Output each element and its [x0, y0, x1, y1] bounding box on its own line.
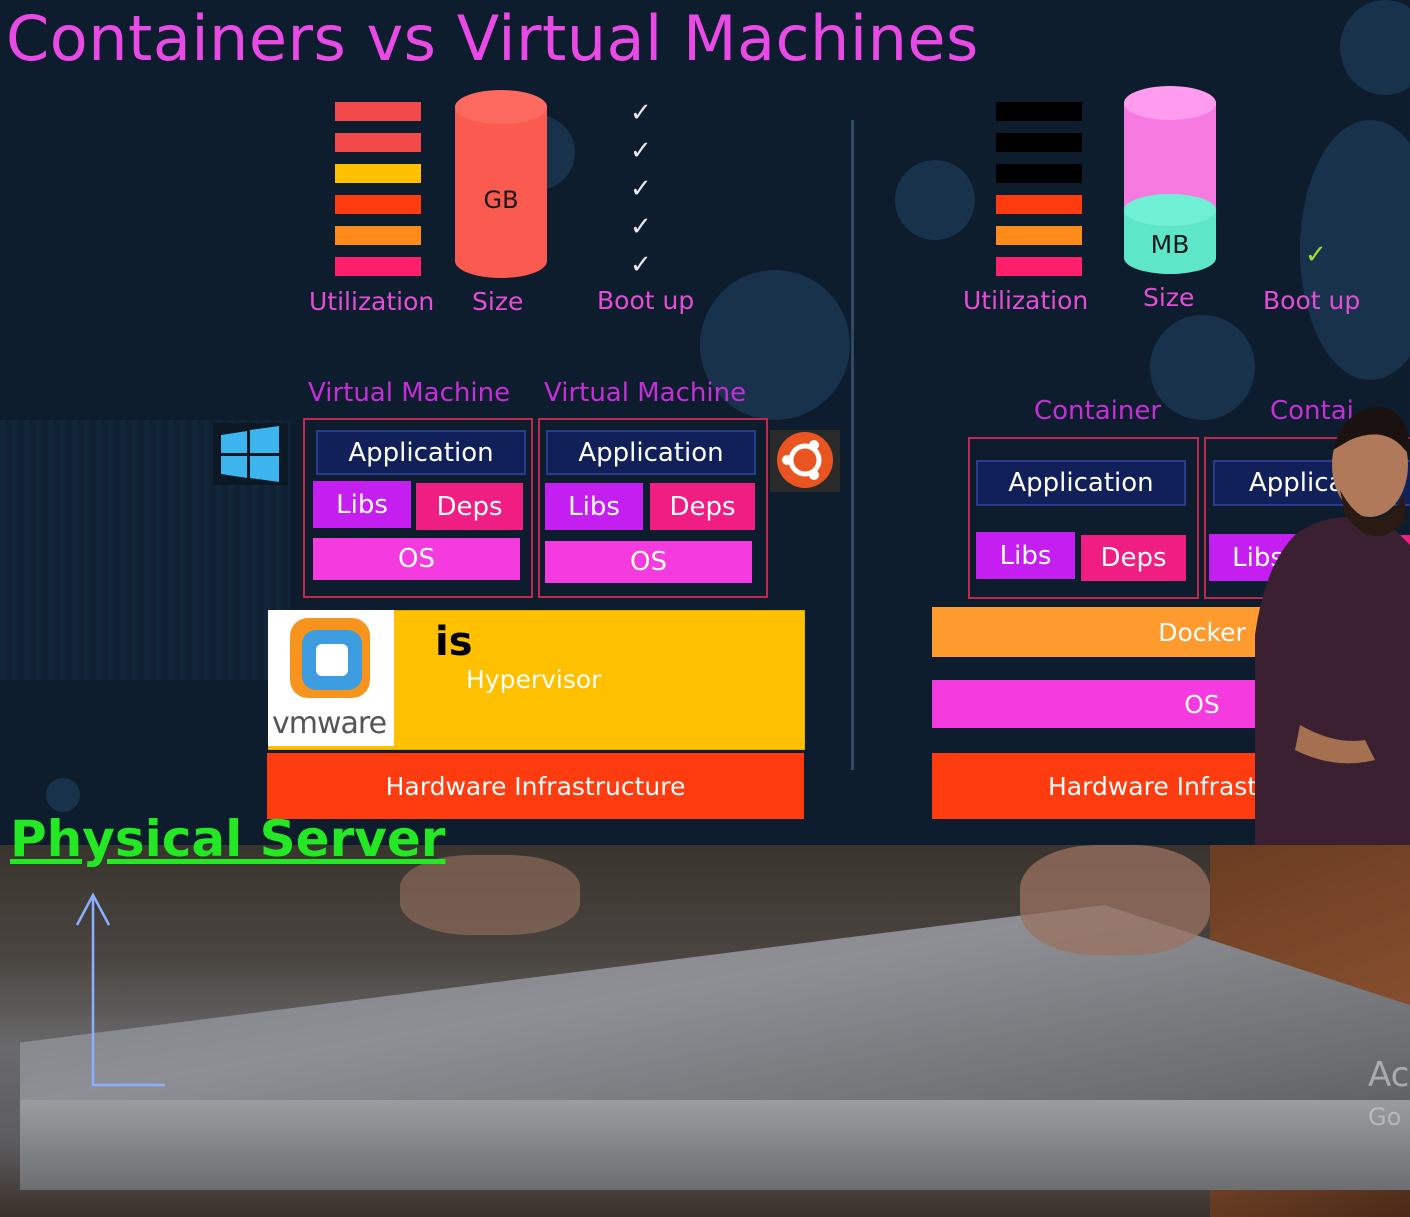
vmware-logo: vmware — [268, 610, 394, 746]
bg-bubble — [1300, 120, 1410, 380]
hand-right — [1020, 845, 1210, 955]
mb-label: MB — [1150, 230, 1190, 259]
bg-bubble — [700, 270, 850, 420]
vm-title-1: Virtual Machine — [308, 378, 511, 408]
vmware-icon — [290, 618, 370, 698]
bg-bubble — [46, 778, 80, 812]
utilization-bar — [996, 102, 1082, 121]
vm-size-label: Size — [472, 287, 524, 316]
server-front-panel — [20, 1100, 1410, 1190]
bootup-check-icon: ✓ — [630, 250, 652, 280]
container-1-application: Application — [976, 460, 1186, 506]
windows-logo-icon — [213, 423, 288, 485]
hand-left — [400, 855, 580, 935]
utilization-bar — [996, 257, 1082, 276]
vm-2-frame — [538, 418, 768, 598]
presenter — [1255, 395, 1410, 845]
physical-server-label: Physical Server — [10, 810, 446, 868]
arrow-up-icon — [75, 892, 165, 1087]
bootup-check-icon: ✓ — [630, 174, 652, 204]
utilization-bar — [335, 226, 421, 245]
hypervisor-is: is — [435, 619, 473, 665]
container-size-label: Size — [1143, 283, 1195, 312]
utilization-bar — [335, 133, 421, 152]
slide: Containers vs Virtual Machines GB ✓✓✓✓✓ … — [0, 0, 1410, 845]
vm-1-deps: Deps — [416, 483, 523, 530]
watermark-line-1: Ac — [1368, 1055, 1410, 1095]
bootup-check-icon: ✓ — [630, 212, 652, 242]
vm-2-os: OS — [545, 541, 752, 583]
container-bootup-label: Boot up — [1263, 286, 1361, 315]
container-1-libs: Libs — [976, 532, 1075, 579]
container-1-deps: Deps — [1081, 535, 1186, 581]
utilization-bar — [996, 195, 1082, 214]
watermark-line-2: Go — [1368, 1103, 1402, 1131]
container-utilization-label: Utilization — [963, 286, 1089, 315]
vm-2-libs: Libs — [545, 483, 643, 530]
utilization-bar — [335, 257, 421, 276]
server-photo: Ac Go — [0, 845, 1410, 1217]
hypervisor-label: Hypervisor — [466, 665, 602, 694]
utilization-bar — [996, 133, 1082, 152]
utilization-bar — [996, 226, 1082, 245]
vm-2-application: Application — [546, 430, 756, 475]
container-bootup-check: ✓ — [1305, 240, 1327, 270]
utilization-bar — [996, 164, 1082, 183]
bg-bubble — [895, 160, 975, 240]
container-1-frame — [968, 437, 1199, 599]
vm-1-frame — [303, 418, 533, 598]
bg-bubble — [1340, 0, 1410, 95]
container-title-2: Contai — [1270, 396, 1354, 426]
vm-2-deps: Deps — [650, 483, 755, 530]
gb-cylinder: GB — [455, 90, 547, 278]
vm-1-libs: Libs — [313, 481, 411, 528]
bg-bubble — [1150, 315, 1255, 420]
utilization-bar — [335, 195, 421, 214]
vm-1-application: Application — [316, 430, 526, 475]
mb-cylinder: MB — [1124, 86, 1216, 276]
vm-hardware-infrastructure: Hardware Infrastructure — [267, 753, 804, 819]
center-divider — [851, 120, 854, 770]
gb-label: GB — [483, 186, 519, 214]
vm-utilization-label: Utilization — [309, 287, 435, 316]
utilization-bar — [335, 102, 421, 121]
vm-1-os: OS — [313, 538, 520, 580]
vmware-wordmark: vmware — [272, 706, 387, 741]
ubuntu-logo-icon — [770, 430, 840, 492]
vm-bootup-label: Boot up — [597, 286, 695, 315]
utilization-bar — [335, 164, 421, 183]
bootup-check-icon: ✓ — [630, 98, 652, 128]
bootup-check-icon: ✓ — [630, 136, 652, 166]
slide-title: Containers vs Virtual Machines — [6, 2, 979, 75]
vm-title-2: Virtual Machine — [544, 378, 747, 408]
container-title-1: Container — [1034, 396, 1162, 426]
